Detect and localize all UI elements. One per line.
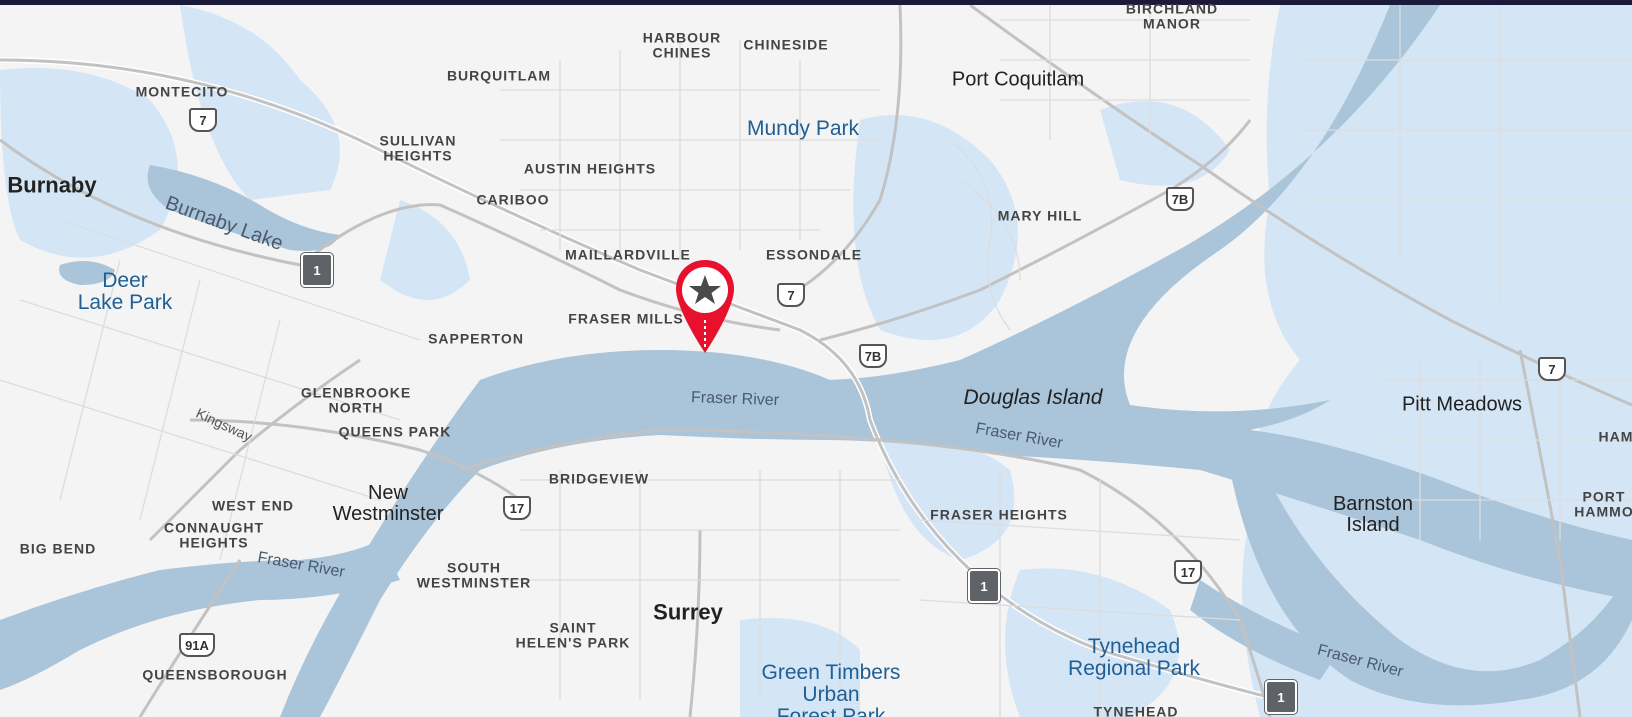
top-bar [0,0,1632,5]
route-shield-7-pitt: 7 [1538,357,1566,381]
label-queensborough: QUEENSBOROUGH [142,666,288,683]
label-montecito: MONTECITO [135,83,229,100]
label-ham: HAM [1598,428,1632,445]
label-sapperton: SAPPERTON [428,330,524,347]
route-shield-17: 17 [503,496,531,520]
label-surrey: Surrey [653,599,723,625]
label-mundy-park: Mundy Park [746,116,860,140]
label-big-bend: BIG BEND [19,540,97,557]
route-shield-7: 7 [189,108,217,132]
label-fraser-mills: FRASER MILLS [568,310,684,327]
label-douglas-island: Douglas Island [963,385,1103,409]
label-austin-heights: AUSTIN HEIGHTS [523,160,657,177]
label-fraser-heights: FRASER HEIGHTS [930,506,1068,523]
label-maillardville: MAILLARDVILLE [565,246,691,263]
location-marker-pin[interactable] [674,258,736,358]
label-cariboo: CARIBOO [476,191,550,208]
label-tynehead: TYNEHEAD [1093,703,1179,717]
trans-canada-1-shield-south: 1 [1265,680,1297,714]
label-burnaby: Burnaby [7,172,97,198]
route-shield-7-essondale: 7 [777,283,805,307]
label-pitt-meadows: Pitt Meadows [1401,393,1523,416]
label-west-end: WEST END [212,497,294,514]
label-fraser-river-1: Fraser River [690,389,780,410]
trans-canada-1-shield: 1 [301,253,333,287]
label-port-coquitlam: Port Coquitlam [951,68,1085,91]
label-essondale: ESSONDALE [765,246,863,263]
route-shield-7b: 7B [859,344,887,368]
route-shield-91a: 91A [179,633,215,657]
route-shield-7b-north: 7B [1166,187,1194,211]
route-shield-17-east: 17 [1174,560,1202,584]
star-icon [689,275,721,304]
label-burquitlam: BURQUITLAM [446,67,552,84]
trans-canada-1-shield-east: 1 [968,569,1000,603]
label-bridgeview: BRIDGEVIEW [548,470,650,487]
label-queens-park: QUEENS PARK [338,423,452,440]
label-chineside: CHINESIDE [743,36,829,53]
label-mary-hill: MARY HILL [997,207,1083,224]
